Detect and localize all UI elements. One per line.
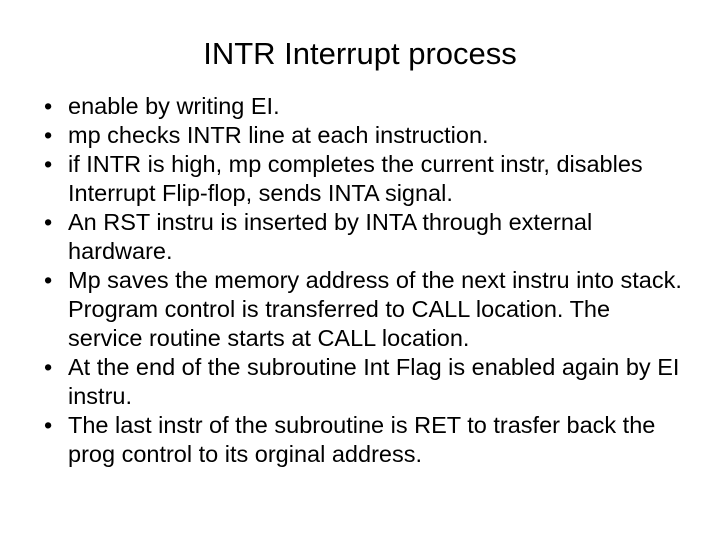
bullet-dot-icon: • [44,151,53,177]
bullet-list: • enable by writing EI. • mp checks INTR… [36,92,684,469]
list-item-text: An RST instru is inserted by INTA throug… [68,209,593,264]
list-item: • At the end of the subroutine Int Flag … [36,353,684,411]
list-item-text: At the end of the subroutine Int Flag is… [68,354,680,409]
list-item: • if INTR is high, mp completes the curr… [36,150,684,208]
bullet-dot-icon: • [44,93,53,119]
list-item: • enable by writing EI. [36,92,684,121]
list-item-text: enable by writing EI. [68,93,280,119]
bullet-dot-icon: • [44,122,53,148]
list-item: • The last instr of the subroutine is RE… [36,411,684,469]
list-item: • Mp saves the memory address of the nex… [36,266,684,353]
list-item-text: mp checks INTR line at each instruction. [68,122,489,148]
list-item: • An RST instru is inserted by INTA thro… [36,208,684,266]
list-item-text: Mp saves the memory address of the next … [68,267,682,351]
slide-body: • enable by writing EI. • mp checks INTR… [36,92,684,469]
page-title: INTR Interrupt process [203,36,517,71]
bullet-dot-icon: • [44,412,53,438]
list-item: • mp checks INTR line at each instructio… [36,121,684,150]
list-item-text: if INTR is high, mp completes the curren… [68,151,643,206]
bullet-dot-icon: • [44,354,53,380]
bullet-dot-icon: • [44,267,53,293]
bullet-dot-icon: • [44,209,53,235]
list-item-text: The last instr of the subroutine is RET … [68,412,656,467]
